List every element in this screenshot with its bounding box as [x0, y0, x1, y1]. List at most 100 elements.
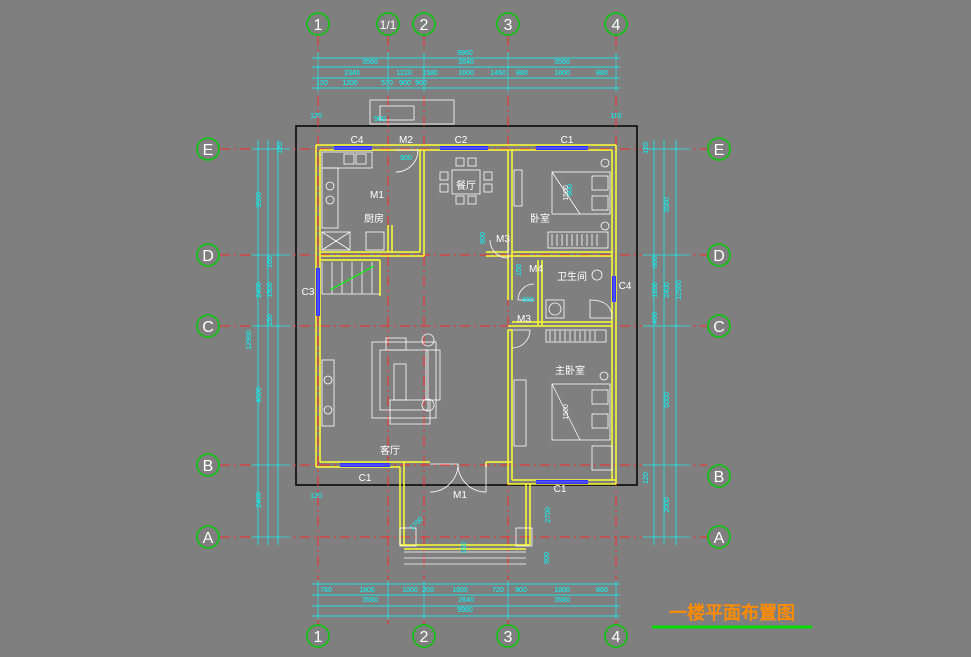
door-swing-m1-left: [429, 463, 459, 493]
window-label-c2: C2: [455, 135, 468, 146]
room-label-dining: 餐厅: [456, 179, 476, 192]
dim-left-small-0: 1500: [267, 282, 274, 298]
axis-bubble-bottom-4: 4: [604, 624, 628, 648]
furniture-outline: [369, 99, 455, 125]
furniture-line: [551, 171, 581, 215]
furniture-outline: [513, 379, 527, 447]
room-label-living: 客厅: [380, 444, 400, 457]
axis-bubble-right-B: B: [707, 464, 731, 488]
furniture-circle: [323, 375, 333, 385]
dim-bottom-row1-2: 1000: [402, 587, 418, 594]
shower-outline: [589, 299, 613, 319]
window-label-c1-master: C1: [554, 484, 567, 495]
furniture-outline: [455, 195, 465, 205]
furniture-outline: [371, 341, 437, 419]
axis-label: C: [202, 319, 214, 336]
exterior-outline: [295, 125, 638, 486]
furniture-outline: [545, 299, 565, 319]
axis-bubble-bottom-3: 3: [496, 624, 520, 648]
room-label-kitchen: 厨房: [364, 212, 384, 225]
furniture: [321, 99, 613, 565]
furniture-outline: [551, 171, 611, 215]
axis-label: E: [714, 142, 725, 159]
dim-bottom-row1-7: 1800: [554, 587, 570, 594]
room-label-master-bedroom: 主卧室: [555, 364, 585, 377]
dim-right-small-3: 120: [643, 472, 650, 484]
dim-top-row2-2: 1580: [422, 70, 438, 77]
furniture-outline: [451, 169, 481, 195]
furniture-outline: [439, 183, 449, 193]
building-outline: [295, 125, 638, 486]
dim-top-row3-5: 110: [610, 113, 621, 120]
dim-bottom-row1-0: 780: [320, 587, 332, 594]
dim-right-small-0: 120: [643, 142, 650, 154]
axis-label: 3: [504, 17, 513, 34]
furniture-outline: [455, 157, 465, 167]
axis-label: 1/1: [380, 18, 397, 32]
dim-left-3: 2400: [256, 282, 263, 298]
window-label-c4-bath: C4: [619, 281, 632, 292]
windows: [316, 146, 616, 484]
dim-top-row2-7: 880: [596, 70, 608, 77]
dim-top-row2-3: 1600: [458, 70, 474, 77]
furniture-outline: [545, 329, 607, 343]
walls: [315, 144, 617, 550]
furniture-outline: [547, 231, 609, 249]
dim-left-small-3: 120: [277, 142, 284, 154]
furniture-outline: [321, 231, 351, 251]
axis-label: 1: [314, 629, 323, 646]
axis-bubble-right-A: A: [707, 525, 731, 549]
dim-top-row2-6: 1800: [554, 70, 570, 77]
dim-right-0: 3560: [664, 197, 671, 213]
axis-label: A: [203, 530, 214, 547]
axis-bubble-right-D: D: [707, 243, 731, 267]
furniture-outline: [515, 527, 533, 547]
furniture-outline: [343, 153, 355, 165]
dim-top-row2-4: 1460: [490, 70, 506, 77]
furniture-outline: [439, 171, 449, 181]
dim-bottom-row2-2: 3560: [554, 597, 570, 604]
dim-misc-11: 1500: [563, 404, 570, 420]
furniture-circle: [548, 302, 562, 316]
window-label-c1-bedroom: C1: [561, 135, 574, 146]
furniture-circle: [600, 221, 610, 231]
door-swing-m2: [395, 149, 419, 173]
furniture-outline: [385, 337, 407, 351]
furniture-outline: [321, 151, 373, 169]
door-label-m3-bedroom: M3: [496, 234, 510, 245]
dim-misc-5: 600: [567, 184, 574, 196]
dim-misc-9: 150: [461, 542, 468, 554]
furniture-circle: [421, 333, 435, 347]
dim-top-row3-4: 900: [415, 80, 427, 87]
dim-bottom-row1-4: 1800: [452, 587, 468, 594]
dimension-lines: [252, 52, 690, 620]
door-swing-m1-right: [457, 463, 487, 493]
dim-right-4: 5000: [664, 392, 671, 408]
axis-bubble-top-1-1: 1/1: [376, 12, 400, 36]
furniture-circle: [600, 158, 610, 168]
axis-label: D: [713, 248, 725, 265]
dim-bottom-row2-1: 2640: [458, 597, 474, 604]
dim-top-row3-3: 900: [399, 80, 411, 87]
door-swing-m3-master: [511, 329, 531, 349]
dim-right-5: 2000: [664, 497, 671, 513]
drawing-title: 一楼平面布置图: [669, 602, 795, 624]
window-label-c3: C3: [302, 287, 315, 298]
dim-top-row1-1: 2640: [458, 59, 474, 66]
dim-left-small-2: 150: [267, 314, 274, 326]
window-label-c4-kitchen: C4: [351, 135, 364, 146]
axis-label: D: [202, 248, 214, 265]
furniture-outline: [399, 527, 417, 547]
dim-top-row2-0: 2340: [344, 70, 360, 77]
dim-bottom-row1-5: 720: [492, 587, 504, 594]
axis-bubble-top-3: 3: [496, 12, 520, 36]
axis-label: E: [203, 142, 214, 159]
axis-bubble-top-4: 4: [604, 12, 628, 36]
furniture-circle: [323, 405, 333, 415]
furniture-outline: [321, 167, 339, 229]
dim-misc-6: 2700: [545, 507, 552, 523]
axis-label: B: [714, 469, 725, 486]
dim-bottom-row2-0: 3560: [362, 597, 378, 604]
axis-bubble-left-C: C: [196, 314, 220, 338]
axis-label: 1: [314, 17, 323, 34]
